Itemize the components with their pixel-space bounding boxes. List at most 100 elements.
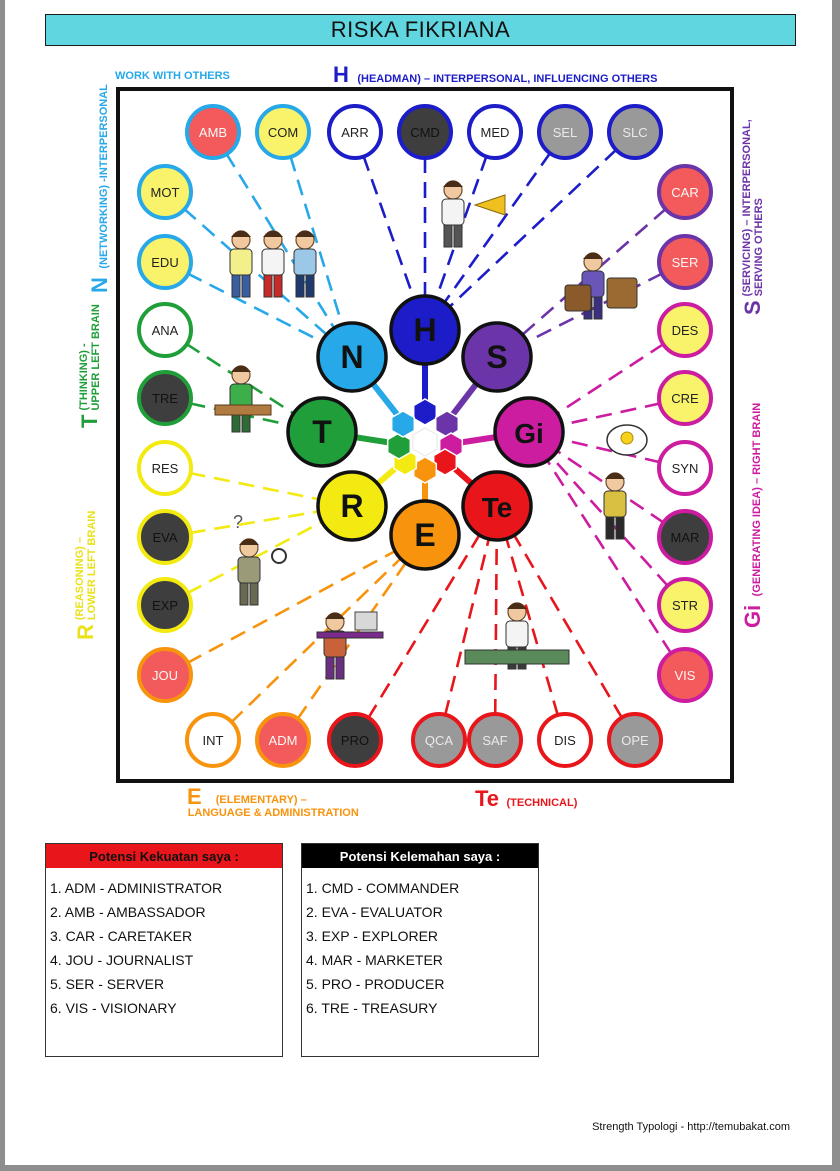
- connector-line-adm: [281, 534, 427, 741]
- list-item: 6. TRE - TREASURY: [306, 1000, 438, 1016]
- connector-line-mot: [164, 191, 353, 358]
- talent-circle: [657, 164, 713, 220]
- list-item: 3. CAR - CARETAKER: [50, 928, 193, 944]
- center-hexagon: [412, 427, 438, 457]
- computer-icon: [354, 611, 378, 631]
- talent-pro: PRO: [327, 712, 383, 768]
- hub-circle: [316, 470, 388, 542]
- talent-vis: VIS: [657, 647, 713, 703]
- talent-circle: [607, 712, 663, 768]
- generating-idea-figure: [603, 472, 627, 540]
- hub-label: S: [486, 339, 507, 375]
- weaknesses-list: 1. CMD - COMMANDER 2. EVA - EVALUATOR 3.…: [302, 868, 538, 1020]
- talent-label: STR: [672, 598, 698, 613]
- hexagon-h: [412, 398, 438, 426]
- talent-slc: SLC: [607, 104, 663, 160]
- hexagon-e: [412, 456, 438, 484]
- talent-label: CMD: [410, 125, 440, 140]
- talent-adm: ADM: [255, 712, 311, 768]
- strengths-title: Potensi Kekuatan saya :: [46, 844, 282, 868]
- connector-line-pro: [353, 505, 499, 741]
- talent-circle: [657, 370, 713, 426]
- hexagon-n: [390, 410, 416, 438]
- talent-circle: [657, 302, 713, 358]
- networking-figure-3: [293, 230, 317, 298]
- reasoning-figure: [237, 538, 261, 606]
- megaphone-icon: [473, 194, 506, 216]
- talent-cmd: CMD: [397, 104, 453, 160]
- hub-label: E: [414, 517, 435, 553]
- list-item: 5. SER - SERVER: [50, 976, 165, 992]
- talent-circle: [411, 712, 467, 768]
- talent-label: SYN: [672, 461, 699, 476]
- talent-edu: EDU: [137, 234, 193, 290]
- connector-line-edu: [164, 260, 353, 359]
- connector-line-str: [528, 431, 686, 606]
- h-header-text: (HEADMAN) – INTERPERSONAL, INFLUENCING O…: [357, 73, 658, 85]
- talent-circle: [657, 234, 713, 290]
- talent-label: EDU: [151, 255, 178, 270]
- hub-s: S: [461, 321, 533, 393]
- talent-label: CAR: [671, 185, 698, 200]
- talent-eva: EVA: [137, 509, 193, 565]
- talent-circle: [185, 712, 241, 768]
- talent-label: INT: [203, 733, 224, 748]
- te-header-text: (TECHNICAL): [506, 797, 578, 809]
- talent-int: INT: [185, 712, 241, 768]
- te-header: Te (TECHNICAL): [475, 786, 577, 812]
- hub-circle: [286, 396, 358, 468]
- talent-sel: SEL: [537, 104, 593, 160]
- hub-circle: [461, 470, 533, 542]
- talent-saf: SAF: [467, 712, 523, 768]
- networking-figure-2: [261, 230, 285, 298]
- list-item: 3. EXP - EXPLORER: [306, 928, 439, 944]
- hub-label: T: [312, 414, 332, 450]
- talent-circle: [537, 104, 593, 160]
- connector-line-vis: [527, 431, 687, 676]
- hub-t: T: [286, 396, 358, 468]
- talent-label: PRO: [341, 733, 369, 748]
- strengths-panel: Potensi Kekuatan saya : 1. ADM - ADMINIS…: [45, 843, 283, 1057]
- hub-label: Te: [482, 492, 513, 523]
- workbench-icon: [464, 649, 570, 665]
- list-item: 1. ADM - ADMINISTRATOR: [50, 880, 223, 896]
- talent-circle: [137, 647, 193, 703]
- talent-circle: [657, 577, 713, 633]
- talent-amb: AMB: [185, 104, 241, 160]
- e-header: E (ELEMENTARY) – LANGUAGE & ADMINISTRATI…: [187, 786, 359, 820]
- talent-qca: QCA: [411, 712, 467, 768]
- desk-icon: [214, 404, 272, 416]
- talent-circle: [137, 370, 193, 426]
- talent-label: AMB: [199, 125, 227, 140]
- e-header-line1: (ELEMENTARY) –: [215, 794, 307, 806]
- talent-label: EXP: [152, 598, 178, 613]
- talent-ser: SER: [657, 234, 713, 290]
- talent-label: DIS: [554, 733, 576, 748]
- list-item: 6. VIS - VISIONARY: [50, 1000, 177, 1016]
- talent-label: SER: [672, 255, 699, 270]
- magnifier-icon: [271, 548, 287, 564]
- talent-circle: [657, 647, 713, 703]
- connector-line-com: [281, 131, 354, 358]
- talent-label: COM: [268, 125, 298, 140]
- connector-line-saf: [493, 505, 499, 741]
- talent-circle: [185, 104, 241, 160]
- list-item: 4. MAR - MARKETER: [306, 952, 443, 968]
- desk-icon: [316, 631, 384, 639]
- talent-circle: [255, 712, 311, 768]
- thinking-figure: [229, 365, 253, 433]
- connector-line-amb: [211, 131, 354, 358]
- talent-circle: [397, 104, 453, 160]
- talent-label: ARR: [341, 125, 368, 140]
- hexagon-te: [432, 448, 458, 476]
- hub-circle: [316, 321, 388, 393]
- connector-line-slc: [424, 131, 636, 331]
- talent-circle: [137, 440, 193, 496]
- talent-circle: [255, 104, 311, 160]
- talent-cre: CRE: [657, 370, 713, 426]
- hexagon-t: [386, 432, 412, 460]
- page: RISKA FIKRIANA WORK WITH OTHERS H (HEADM…: [5, 0, 832, 1165]
